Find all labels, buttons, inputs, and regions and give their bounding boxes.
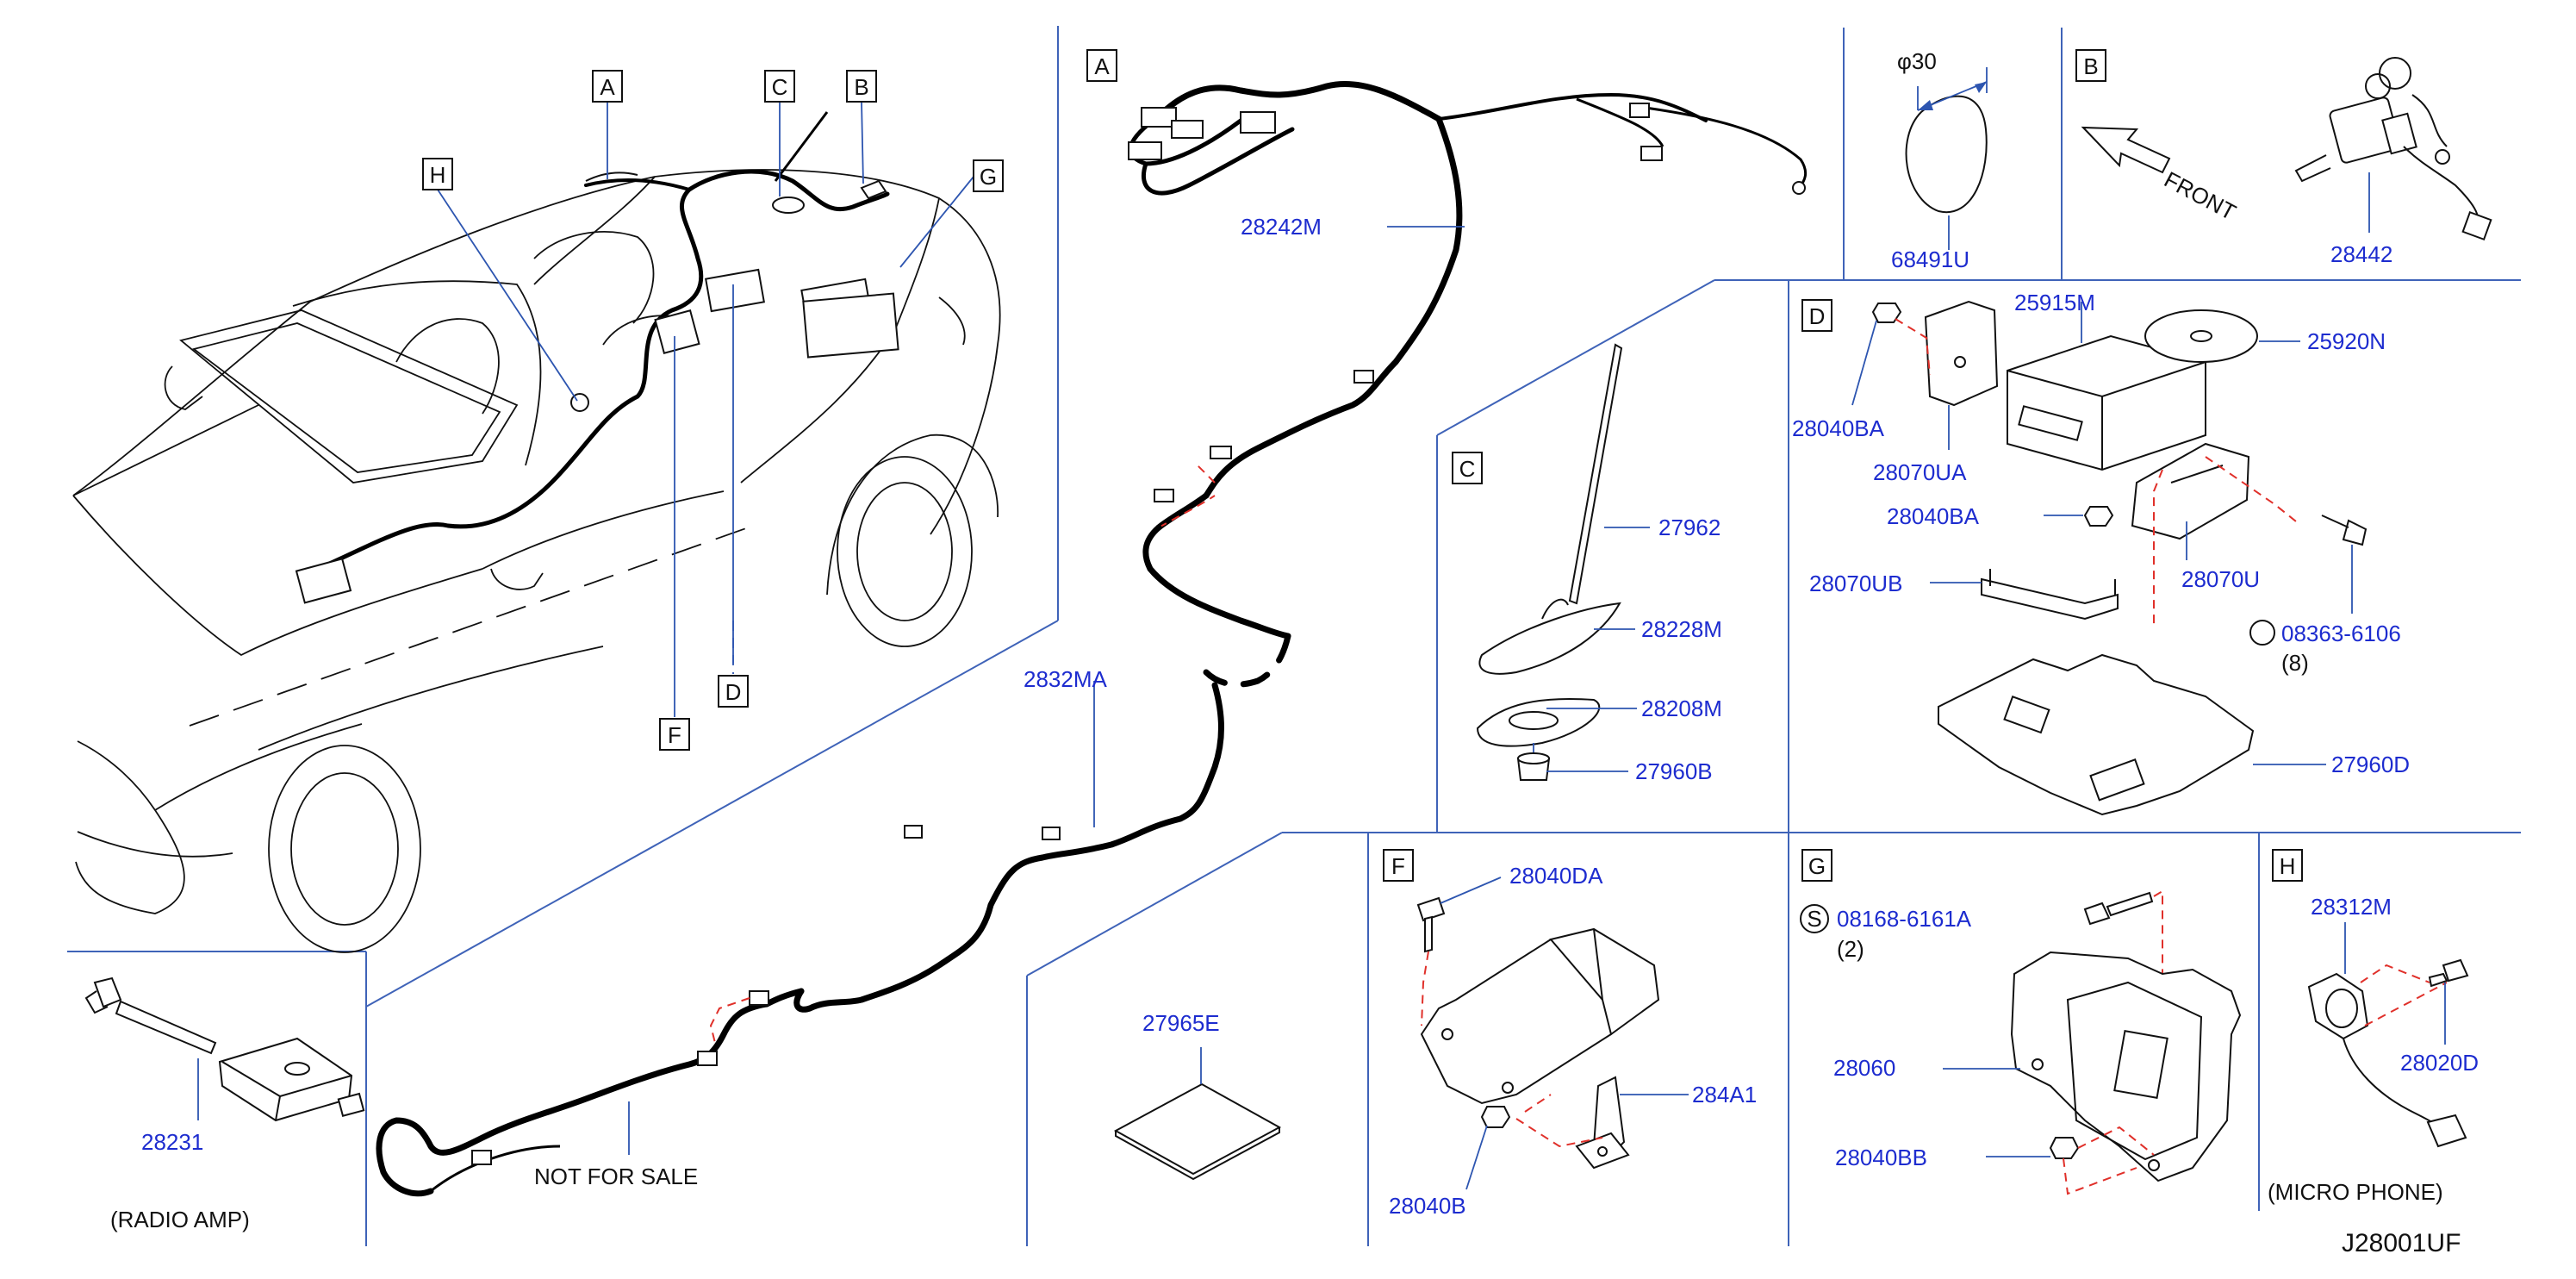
svg-text:B: B <box>2083 53 2098 79</box>
section-a-label: A <box>1086 49 1117 82</box>
car-callout-h: H <box>422 158 453 190</box>
radio-amp-label: (RADIO AMP) <box>110 1207 250 1232</box>
radio-amp-drawing <box>84 976 365 1122</box>
car-callout-f: F <box>659 718 690 751</box>
svg-text:F: F <box>668 722 681 748</box>
module-f-drawing <box>1416 877 1689 1190</box>
main-harness <box>376 80 1808 1197</box>
part-27960B: 27960B <box>1635 758 1713 784</box>
s-symbol-08168: S <box>1800 904 1829 933</box>
qty-08363: (8) <box>2281 650 2309 676</box>
not-for-sale-label: NOT FOR SALE <box>534 1164 698 1189</box>
svg-text:C: C <box>1459 456 1476 482</box>
svg-text:D: D <box>1809 303 1826 329</box>
microphone-drawing <box>2307 922 2469 1148</box>
antenna-drawing <box>1476 343 1650 781</box>
part-08168: 08168-6161A <box>1837 906 1972 932</box>
part-68491U-drawing <box>1905 67 1988 250</box>
section-c-label: C <box>1452 452 1483 484</box>
part-27965E-drawing <box>1113 1047 1282 1181</box>
car-callout-b: B <box>846 70 877 103</box>
part-284A1: 284A1 <box>1692 1082 1757 1107</box>
car-wiring <box>299 111 890 578</box>
svg-text:G: G <box>980 164 997 190</box>
part-28442: 28442 <box>2330 241 2392 267</box>
car-components <box>295 172 899 604</box>
car-callout-d: D <box>718 675 749 708</box>
svg-text:S: S <box>1807 906 1821 932</box>
part-28208M: 28208M <box>1641 696 1722 721</box>
panel-dividers <box>67 26 2521 1246</box>
screw-symbol-08363 <box>2249 620 2275 646</box>
part-28070U: 28070U <box>2181 566 2260 592</box>
part-68491U: 68491U <box>1891 246 1969 272</box>
car-illustration <box>72 169 1001 953</box>
radio-unit-drawing <box>1851 300 2368 816</box>
section-b-label: B <box>2075 49 2106 82</box>
harness-connectors <box>471 103 1806 1165</box>
svg-text:B: B <box>854 74 868 100</box>
part-28040BB: 28040BB <box>1835 1145 1927 1170</box>
harness-red-dashes <box>709 465 1216 1044</box>
part-28060: 28060 <box>1833 1055 1895 1081</box>
part-28040BA-top: 28040BA <box>1792 415 1885 441</box>
svg-text:F: F <box>1391 853 1405 879</box>
car-callout-c: C <box>764 70 795 103</box>
part-08363: 08363-6106 <box>2281 621 2401 646</box>
section-h-label: H <box>2272 849 2303 882</box>
svg-text:C: C <box>772 74 788 100</box>
front-arrow-icon <box>2081 126 2171 174</box>
front-label: FRONT <box>2160 166 2240 226</box>
part-28231: 28231 <box>141 1129 203 1155</box>
part-27962: 27962 <box>1658 515 1720 540</box>
svg-text:G: G <box>1808 853 1826 879</box>
section-f-label: F <box>1383 849 1414 882</box>
part-28242M: 28242M <box>1241 214 1322 240</box>
svg-text:A: A <box>1094 53 1110 79</box>
car-callout-a: A <box>592 70 623 103</box>
part-28040DA: 28040DA <box>1509 863 1603 889</box>
part-27965E: 27965E <box>1142 1010 1220 1036</box>
part-27960D: 27960D <box>2331 752 2410 777</box>
part-28442-drawing <box>2294 57 2492 241</box>
part-28040B: 28040B <box>1389 1193 1466 1219</box>
part-28020D: 28020D <box>2400 1050 2479 1076</box>
part-28228M: 28228M <box>1641 616 1722 642</box>
part-25920N: 25920N <box>2307 328 2386 354</box>
svg-text:A: A <box>600 74 615 100</box>
part-28040BA-mid: 28040BA <box>1887 503 1980 529</box>
car-callout-leaders <box>437 101 974 717</box>
svg-text:H: H <box>430 162 446 188</box>
section-d-label: D <box>1801 299 1832 332</box>
part-28312M: 28312M <box>2311 894 2392 920</box>
qty-08168: (2) <box>1837 936 1864 962</box>
part-28070UA: 28070UA <box>1873 459 1967 485</box>
part-2832MA: 2832MA <box>1024 666 1107 692</box>
part-25915M: 25915M <box>2014 290 2095 315</box>
car-callout-g: G <box>973 159 1004 192</box>
section-g-label: G <box>1801 849 1832 882</box>
svg-text:D: D <box>725 679 742 705</box>
part-28070UB: 28070UB <box>1809 571 1902 596</box>
svg-text:H: H <box>2280 853 2296 879</box>
diagram-id: J28001UF <box>2342 1229 2461 1257</box>
bracket-g-drawing <box>1943 889 2242 1195</box>
diameter-label: φ30 <box>1897 48 1937 74</box>
microphone-label: (MICRO PHONE) <box>2268 1179 2443 1205</box>
